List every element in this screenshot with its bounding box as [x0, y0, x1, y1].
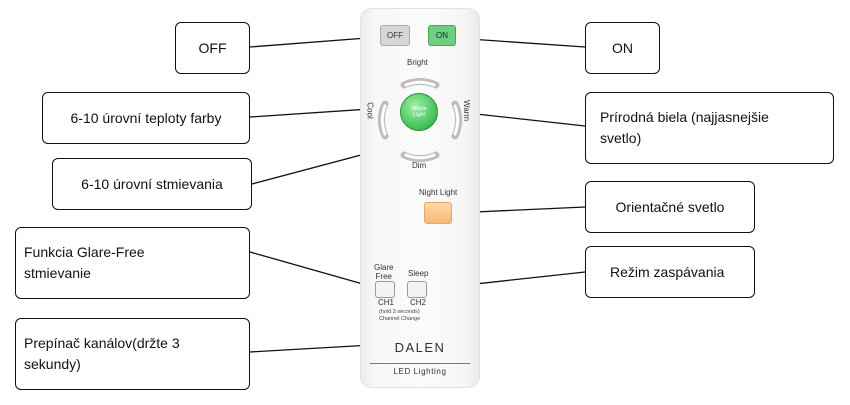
callout-night-light-label: Orientačné svetlo: [615, 198, 725, 215]
whole-light-button[interactable]: Whole Light: [400, 93, 438, 131]
callout-natural-white-label: Prírodná biela (najjasnejšie svetlo): [600, 109, 769, 146]
callout-channel-switch: Prepínač kanálov(držte 3 sekundy): [15, 318, 250, 390]
brand-subtitle: LED Lighting: [393, 367, 447, 376]
leader-line-glare-free: [249, 251, 378, 289]
callout-on: ON: [585, 22, 660, 74]
callout-on-label: ON: [612, 39, 633, 56]
callout-channel-switch-label: Prepínač kanálov(držte 3 sekundy): [24, 335, 180, 372]
callout-color-temperature-label: 6-10 úrovní teploty farby: [70, 109, 222, 126]
ch1-label: CH1: [378, 298, 395, 307]
callout-dimming-label: 6-10 úrovní stmievania: [81, 175, 223, 192]
callout-off: OFF: [175, 22, 250, 74]
channel-change-label: Channel Change: [379, 316, 421, 322]
directional-pad: [378, 78, 462, 162]
callout-sleep-mode-label: Režim zaspávania: [610, 263, 725, 280]
remote-off-button[interactable]: OFF: [380, 25, 410, 46]
remote-control: OFF ON Bright Cool Warm Whole Light Dim …: [360, 8, 480, 388]
callout-glare-free-label: Funkcia Glare-Free stmievanie: [24, 244, 145, 281]
callout-night-light: Orientačné svetlo: [585, 181, 755, 233]
glare-free-label: Glare Free: [374, 263, 394, 281]
brand-logo: DALEN: [394, 340, 446, 355]
ch2-sleep-button[interactable]: [407, 281, 427, 298]
night-light-button[interactable]: [424, 202, 452, 224]
night-light-label: Night Light: [419, 188, 458, 197]
remote-on-button[interactable]: ON: [428, 25, 456, 46]
callout-off-label: OFF: [198, 39, 227, 56]
callout-dimming: 6-10 úrovní stmievania: [52, 158, 252, 210]
sleep-label: Sleep: [408, 269, 429, 278]
whole-light-label: Whole Light: [411, 106, 427, 118]
brand-divider: [370, 363, 470, 364]
callout-natural-white: Prírodná biela (najjasnejšie svetlo): [585, 92, 834, 164]
callout-sleep-mode: Režim zaspávania: [585, 246, 755, 298]
ch2-label: CH2: [410, 298, 427, 307]
leader-line-channel: [249, 344, 373, 353]
callout-glare-free: Funkcia Glare-Free stmievanie: [15, 227, 250, 299]
ch1-glare-free-button[interactable]: [375, 281, 395, 298]
dim-label: Dim: [412, 161, 427, 170]
bright-label: Bright: [407, 58, 428, 67]
cool-label: Cool: [365, 102, 375, 119]
callout-color-temperature: 6-10 úrovní teploty farby: [42, 92, 250, 144]
hold-label: (hold 3 seconds): [379, 309, 420, 315]
warm-label: Warm: [462, 99, 472, 122]
